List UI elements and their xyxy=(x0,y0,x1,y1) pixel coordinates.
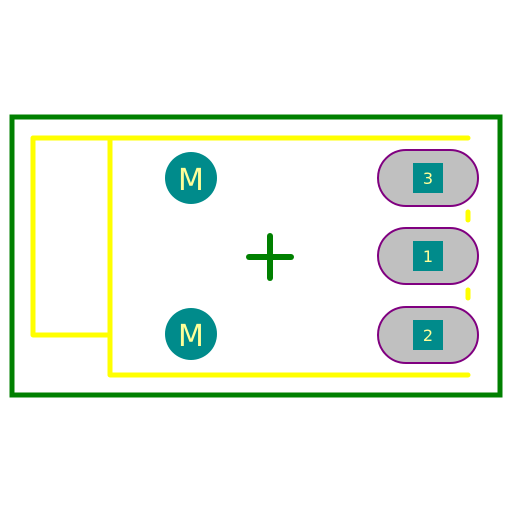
pad-number: 1 xyxy=(423,247,433,266)
pad[interactable]: 2 xyxy=(377,306,479,364)
pad-number: 3 xyxy=(423,169,433,188)
silkscreen-inner xyxy=(107,135,471,378)
pad-core xyxy=(413,163,443,193)
silkscreen-body xyxy=(30,135,471,338)
origin-marker xyxy=(246,233,294,281)
pad-core xyxy=(413,241,443,271)
mounting-hole-label: M xyxy=(178,319,204,354)
pad-core xyxy=(413,320,443,350)
pad-number: 2 xyxy=(423,326,433,345)
mounting-hole[interactable]: M xyxy=(165,308,217,360)
mounting-hole[interactable]: M xyxy=(165,152,217,204)
pad[interactable]: 1 xyxy=(377,227,479,285)
mounting-hole-label: M xyxy=(178,163,204,198)
courtyard-outline xyxy=(9,114,503,398)
pad[interactable]: 3 xyxy=(377,149,479,207)
silkscreen-outline xyxy=(30,135,471,378)
